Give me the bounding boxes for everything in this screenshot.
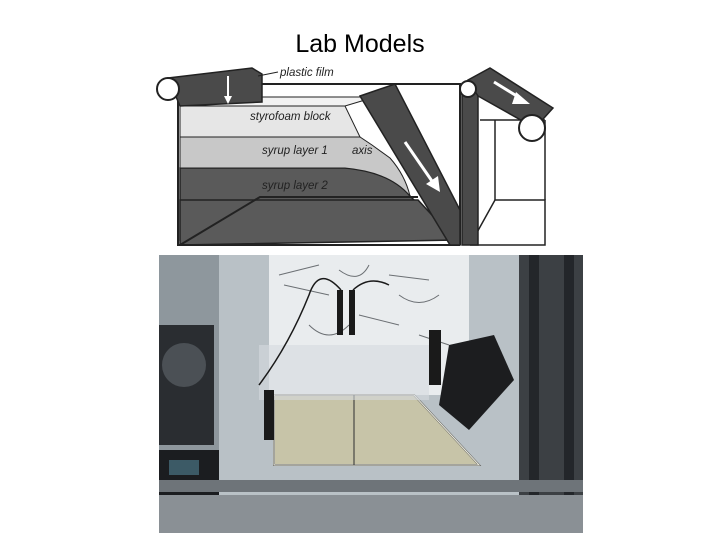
tank-diagram: plastic film styrofoam block syrup layer… <box>156 67 555 246</box>
label-axis: axis <box>352 145 373 157</box>
right-belt-top <box>466 67 555 129</box>
left-roller-icon <box>156 77 180 101</box>
label-syrup-layer-2: syrup layer 2 <box>262 180 328 192</box>
right-roller-icon <box>518 114 546 142</box>
label-syrup-layer-1: syrup layer 1 <box>262 145 328 157</box>
lab-apparatus-photo <box>159 255 583 533</box>
top-roller-icon <box>459 80 477 98</box>
down-arrow-icon <box>224 96 232 104</box>
tank-floor <box>179 199 457 246</box>
vertical-belt <box>461 85 479 246</box>
diagonal-arrow-icon <box>426 176 440 192</box>
right-arrow-icon <box>512 92 530 104</box>
label-styrofoam-block: styrofoam block <box>250 111 332 123</box>
label-plastic-film: plastic film <box>279 67 334 79</box>
plastic-film <box>166 67 263 107</box>
slide-title: Lab Models <box>295 30 425 58</box>
slanted-belt <box>358 83 461 246</box>
